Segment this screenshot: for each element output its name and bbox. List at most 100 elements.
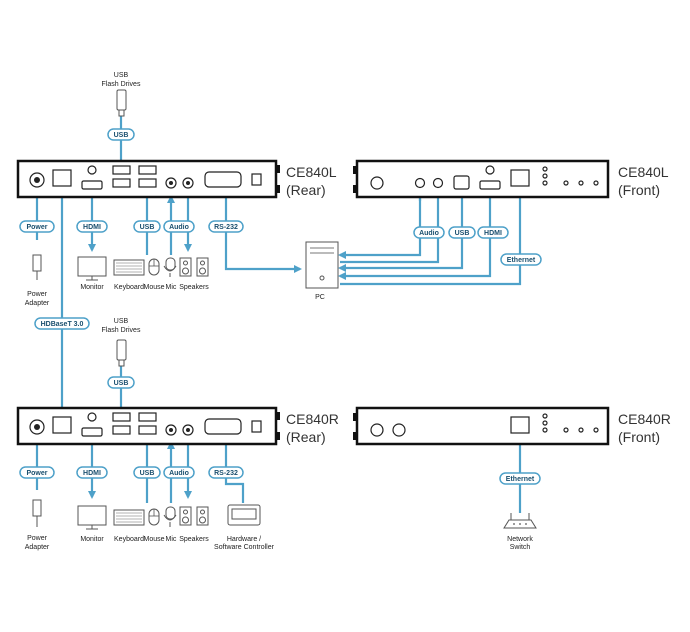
ce840l-front-chassis xyxy=(355,159,610,199)
speakers-label: Speakers xyxy=(179,284,209,291)
ground-screw-icon xyxy=(87,412,97,422)
power-adapter-label-2: Adapter xyxy=(25,544,50,551)
wire-hdmi-front xyxy=(338,192,492,280)
ce840r-front-unit: CE840R (Front) xyxy=(353,406,671,446)
power-adapter-icon xyxy=(32,499,42,517)
usb-port-icon xyxy=(112,178,131,188)
svg-text:RS-232: RS-232 xyxy=(214,224,238,231)
monitor-label: Monitor xyxy=(80,536,104,543)
power-adapter-label-2: Adapter xyxy=(25,300,50,307)
mic-label: Mic xyxy=(166,284,177,291)
pill-rs232-top: RS-232 xyxy=(208,220,244,233)
rs232-port-icon xyxy=(204,418,242,435)
usb-port-icon xyxy=(138,178,157,188)
ce840r-rear-side: (Rear) xyxy=(286,429,326,445)
svg-text:USB: USB xyxy=(455,230,470,237)
rj45-port-icon xyxy=(510,169,530,187)
connection-labels: USB Power HDMI USB Audio RS-232 Audio US… xyxy=(19,128,542,485)
led-icon xyxy=(593,180,599,186)
controller-label-2: Software Controller xyxy=(214,544,275,551)
mouse-label: Mouse xyxy=(143,536,164,543)
network-switch-label-1: Network xyxy=(507,536,533,543)
usb-port-icon xyxy=(112,425,131,435)
pill-usb-top: USB xyxy=(133,220,161,233)
usb-flash-drive-icon xyxy=(116,339,127,361)
audio-jack-icon xyxy=(414,177,426,189)
keyboard-icon xyxy=(113,509,145,526)
svg-text:Audio: Audio xyxy=(419,230,439,237)
controller-label-1: Hardware / xyxy=(227,536,261,543)
led-icon xyxy=(542,420,548,426)
hdmi-port-icon xyxy=(81,427,103,437)
speakers-label: Speakers xyxy=(179,536,209,543)
ce840r-front-side: (Front) xyxy=(618,429,660,445)
pill-hdmi-bottom: HDMI xyxy=(76,466,108,479)
led-icon xyxy=(578,180,584,186)
pc-tower-icon xyxy=(305,241,339,289)
rs232-port-icon xyxy=(204,171,242,188)
pill-usb-front: USB xyxy=(448,226,476,239)
pill-hdbaset: HDBaseT 3.0 xyxy=(34,317,90,330)
rj45-port-icon xyxy=(510,416,530,434)
pill-usb-flash-top: USB xyxy=(107,128,135,141)
svg-text:USB: USB xyxy=(140,470,155,477)
speaker-icon xyxy=(196,257,209,277)
rj45-port-icon xyxy=(52,416,72,434)
ce840l-rear-name: CE840L xyxy=(286,164,337,180)
pill-ethernet-bottom: Ethernet xyxy=(499,472,541,485)
peripherals-top: USB Flash Drives Power Adapter Monitor K… xyxy=(25,72,339,307)
speaker-icon xyxy=(196,506,209,526)
power-adapter-label-1: Power xyxy=(27,291,48,298)
wire-audio-front-2 xyxy=(340,197,440,264)
usb-flash-label-2: Flash Drives xyxy=(102,327,141,334)
speaker-icon xyxy=(179,257,192,277)
usb-port-icon xyxy=(138,425,157,435)
ce840r-rear-name: CE840R xyxy=(286,411,339,427)
svg-text:HDMI: HDMI xyxy=(83,224,101,231)
svg-text:Power: Power xyxy=(26,470,47,477)
led-icon xyxy=(542,180,548,186)
pill-audio-front: Audio xyxy=(413,226,445,239)
wire-audio-front-1 xyxy=(338,197,422,259)
ground-screw-icon xyxy=(87,165,97,175)
svg-text:HDMI: HDMI xyxy=(484,230,502,237)
mouse-label: Mouse xyxy=(143,284,164,291)
wire-rs232-pc xyxy=(224,195,302,273)
microphone-icon xyxy=(165,506,176,520)
keyboard-label: Keyboard xyxy=(114,536,144,543)
led-icon xyxy=(593,427,599,433)
knob-icon xyxy=(370,176,384,190)
knob-icon xyxy=(392,423,406,437)
svg-text:HDBaseT 3.0: HDBaseT 3.0 xyxy=(41,321,84,328)
pill-hdmi-top: HDMI xyxy=(76,220,108,233)
svg-text:USB: USB xyxy=(114,132,129,139)
led-icon xyxy=(542,413,548,419)
usb-flash-label-1: USB xyxy=(114,72,129,79)
audio-jack-icon xyxy=(432,177,444,189)
svg-text:Audio: Audio xyxy=(169,470,189,477)
monitor-icon xyxy=(77,256,107,277)
ce840r-front-name: CE840R xyxy=(618,411,671,427)
speaker-icon xyxy=(179,506,192,526)
svg-text:USB: USB xyxy=(114,380,129,387)
pill-usb-bottom: USB xyxy=(133,466,161,479)
knob-icon xyxy=(370,423,384,437)
led-icon xyxy=(563,427,569,433)
wire-rs232-controller xyxy=(224,443,245,503)
ce840l-front-side: (Front) xyxy=(618,182,660,198)
led-icon xyxy=(578,427,584,433)
svg-text:Ethernet: Ethernet xyxy=(506,476,535,483)
pill-audio-bottom: Audio xyxy=(163,466,195,479)
pill-power-top: Power xyxy=(19,220,55,233)
usb-b-port-icon xyxy=(453,175,470,190)
usb-port-icon xyxy=(138,412,157,422)
led-icon xyxy=(542,427,548,433)
usb-port-icon xyxy=(112,412,131,422)
pill-audio-top: Audio xyxy=(163,220,195,233)
ground-screw-icon xyxy=(485,165,495,175)
usb-flash-label-1: USB xyxy=(114,318,129,325)
ce840l-rear-side: (Rear) xyxy=(286,182,326,198)
power-adapter-icon xyxy=(32,254,42,272)
svg-text:USB: USB xyxy=(140,224,155,231)
